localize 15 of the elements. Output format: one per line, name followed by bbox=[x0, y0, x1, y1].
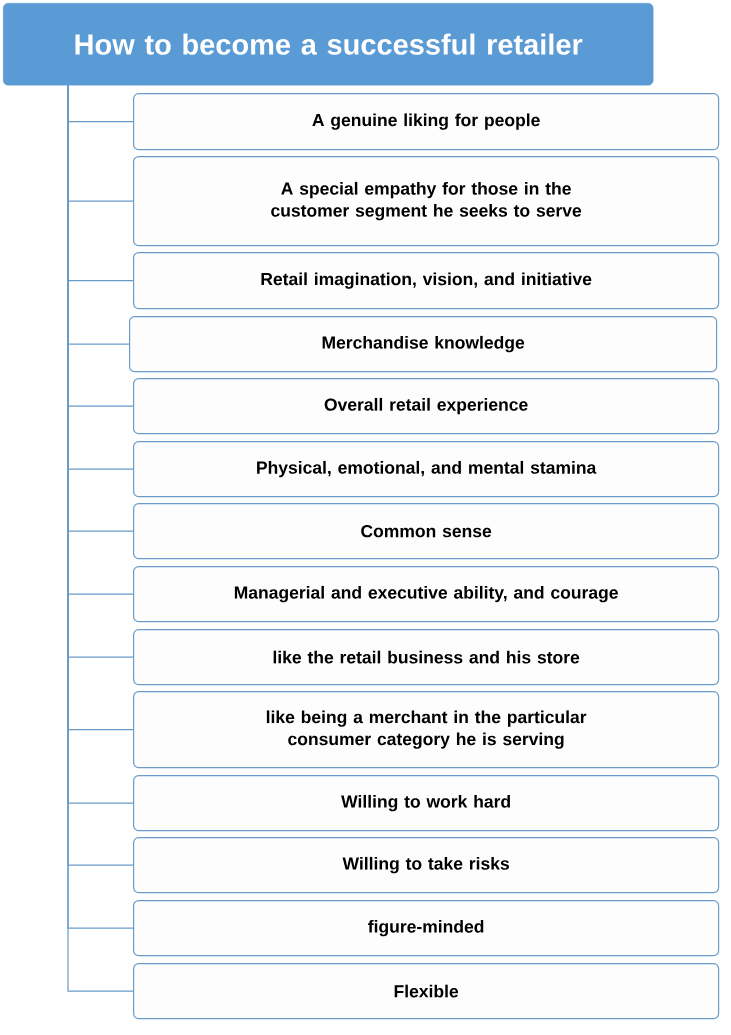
item-box: Physical, emotional, and mental stamina bbox=[133, 441, 720, 498]
item-box: Merchandise knowledge bbox=[129, 316, 718, 373]
item-box: like being a merchant in the particular consumer category he is serving bbox=[133, 691, 720, 769]
item-box: Willing to take risks bbox=[133, 837, 720, 894]
item-box: A special empathy for those in the customer segment he seeks to serve bbox=[133, 156, 720, 247]
item-box: Retail imagination, vision, and initiative bbox=[133, 252, 720, 310]
item-box: A genuine liking for people bbox=[133, 93, 720, 151]
item-box: Overall retail experience bbox=[133, 378, 720, 435]
item-box: Willing to work hard bbox=[133, 775, 720, 832]
item-box: like the retail business and his store bbox=[133, 629, 720, 686]
item-box: figure-minded bbox=[133, 900, 720, 957]
item-box: Managerial and executive ability, and courage bbox=[133, 566, 720, 623]
item-box: Common sense bbox=[133, 503, 720, 560]
title-box: How to become a successful retailer bbox=[3, 3, 654, 86]
item-box: Flexible bbox=[133, 963, 720, 1020]
